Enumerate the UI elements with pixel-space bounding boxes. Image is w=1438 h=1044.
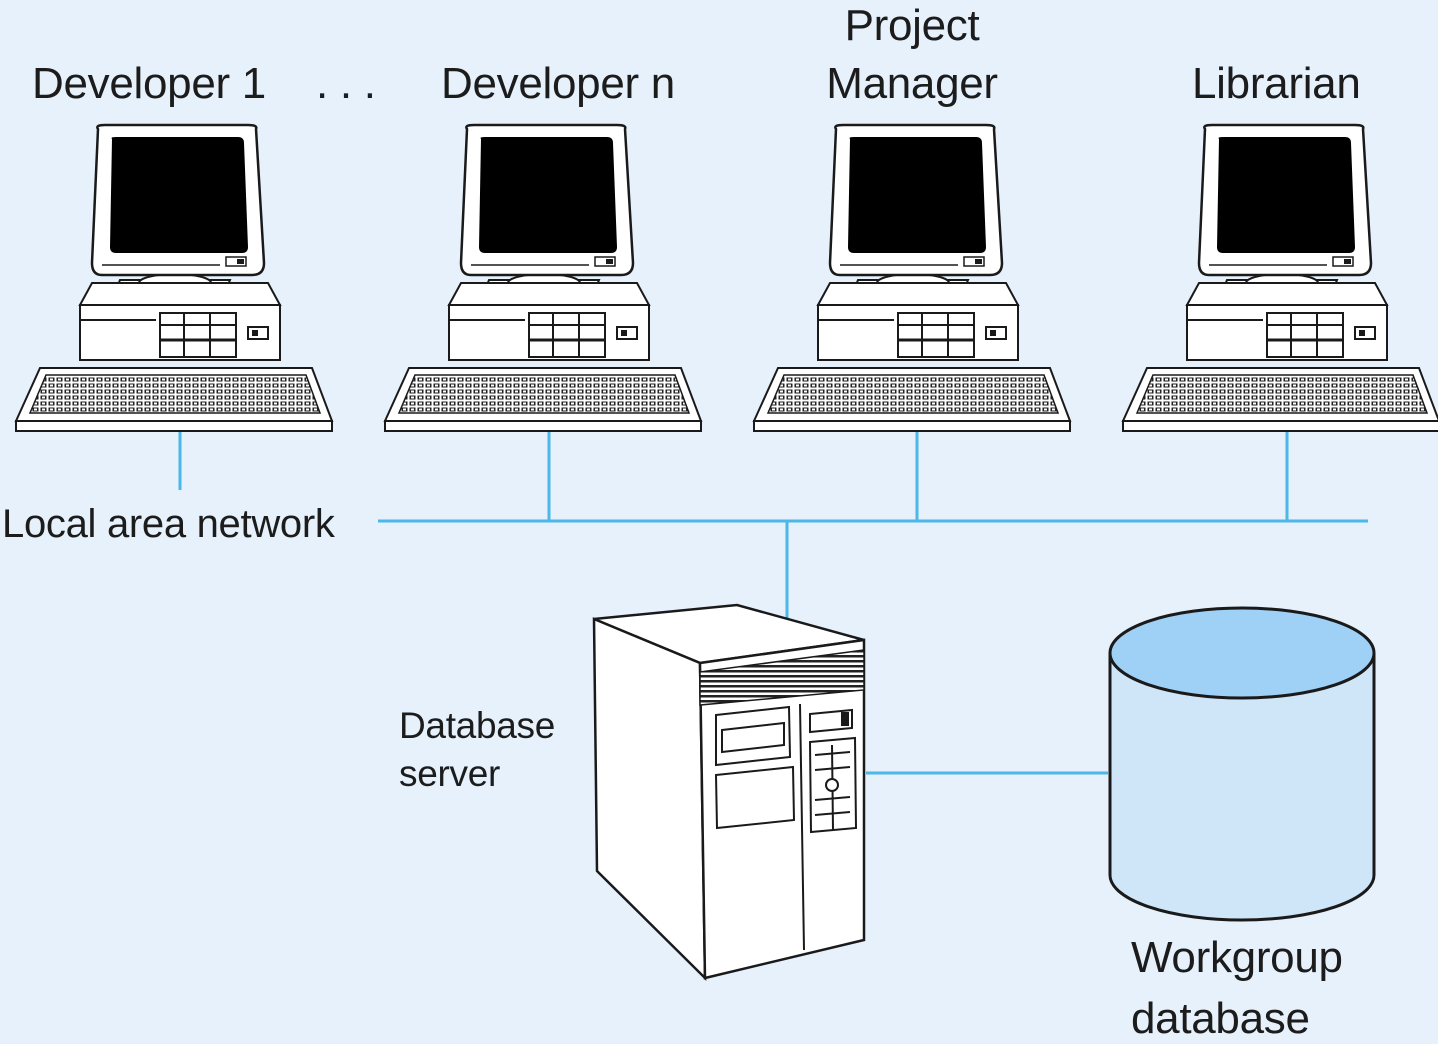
desktop-computer-icon [383,123,703,433]
label-workgroup-database-line2: database [1131,994,1310,1043]
desktop-computer-icon [1121,123,1438,433]
label-database-server-line1: Database [399,705,555,746]
label-developer-n: Developer n [441,59,675,108]
network-lines [178,428,1368,775]
label-local-area-network: Local area network [2,502,335,546]
workstation-librarian [1121,123,1438,433]
label-ellipsis: . . . [316,59,376,108]
label-librarian: Librarian [1192,59,1361,108]
label-database-server-line2: server [399,753,500,794]
label-project-manager-line2: Manager [826,59,998,108]
workstation-developer-1 [14,123,334,433]
desktop-computer-icon [14,123,334,433]
desktop-computer-icon [752,123,1072,433]
label-developer-1: Developer 1 [32,59,266,108]
label-workgroup-database-line1: Workgroup [1131,933,1343,982]
database-cylinder-icon [1108,606,1376,922]
workstation-developer-n [383,123,703,433]
tower-server-icon [592,603,866,982]
workstation-project-manager [752,123,1072,433]
label-project-manager-line1: Project [844,1,980,50]
